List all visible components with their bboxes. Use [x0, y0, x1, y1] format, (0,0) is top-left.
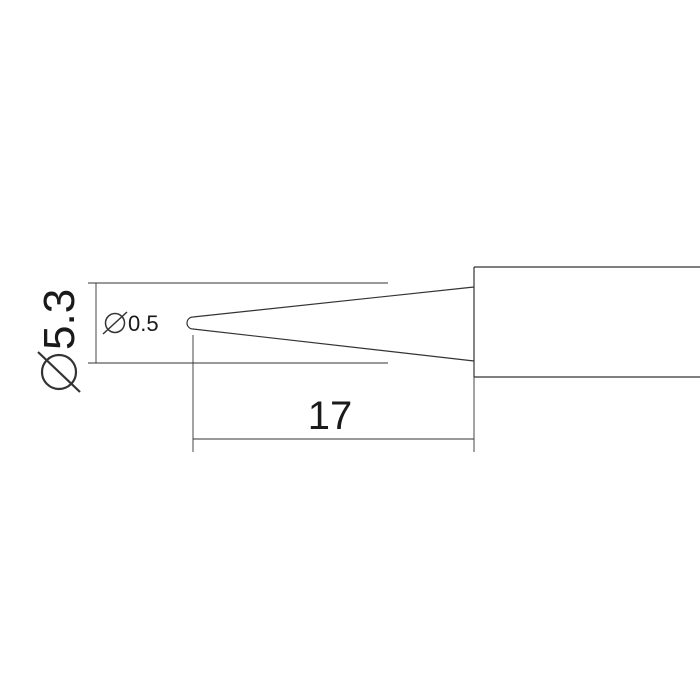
tip-barrel: [473, 266, 700, 378]
length-dimension: [192, 335, 475, 452]
body-diameter-dimension: [88, 282, 388, 364]
body-diameter-label: 5.3: [35, 289, 84, 393]
tip-cone-outline: [186, 286, 475, 362]
tip-diameter-value: 0.5: [128, 311, 159, 336]
length-value: 17: [308, 394, 353, 438]
body-diameter-value: 5.3: [35, 289, 84, 350]
tip-diameter-label: 0.5: [102, 311, 159, 336]
diameter-symbol-icon: [102, 311, 128, 335]
diameter-symbol-icon: [37, 351, 81, 393]
